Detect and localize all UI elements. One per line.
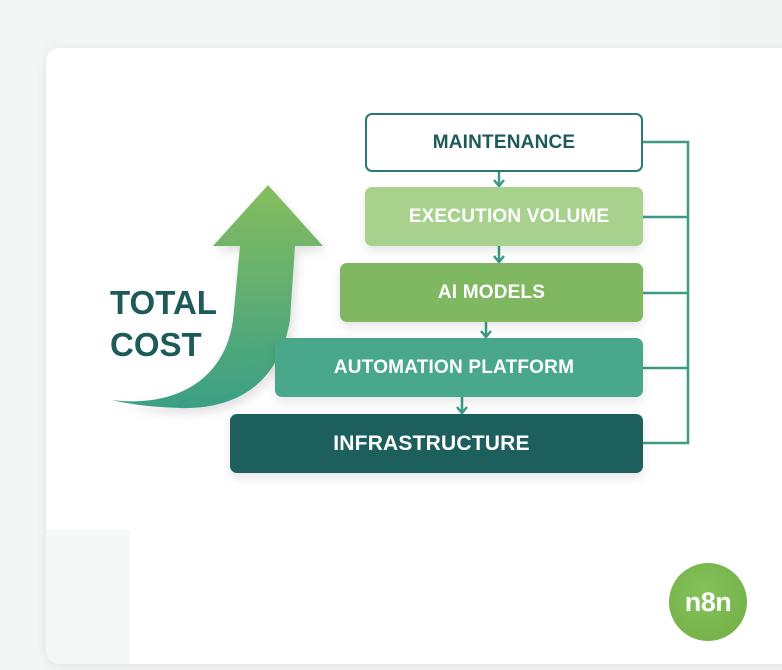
card-shade <box>46 530 130 664</box>
layer-label: MAINTENANCE <box>432 131 576 153</box>
layer-label: INFRASTRUCTURE <box>333 431 530 455</box>
total-cost-label: TOTAL COST <box>110 282 250 366</box>
background-top <box>46 0 782 50</box>
down-arrow-icon <box>493 172 505 188</box>
flow-arrows <box>456 172 505 415</box>
layer-label: AI MODELS <box>437 281 546 303</box>
layer-label: EXECUTION VOLUME <box>408 205 610 227</box>
down-arrow-icon <box>493 246 505 264</box>
total-cost-arrow-icon <box>112 185 323 409</box>
logo-text: n8n <box>684 586 732 617</box>
layer-infrastructure: INFRASTRUCTURE <box>230 414 643 473</box>
layer-execution-volume: EXECUTION VOLUME <box>365 187 643 246</box>
layer-maintenance: MAINTENANCE <box>365 113 643 172</box>
total-cost-line2: COST <box>110 326 202 363</box>
n8n-logo: n8n <box>669 563 747 641</box>
down-arrow-icon <box>480 322 492 339</box>
layer-label: AUTOMATION PLATFORM <box>333 356 575 378</box>
total-cost-line1: TOTAL <box>110 284 217 321</box>
layer-ai-models: AI MODELS <box>340 263 643 322</box>
layer-automation-platform: AUTOMATION PLATFORM <box>275 338 643 397</box>
bracket-connector <box>642 140 690 445</box>
down-arrow-icon <box>456 397 468 415</box>
